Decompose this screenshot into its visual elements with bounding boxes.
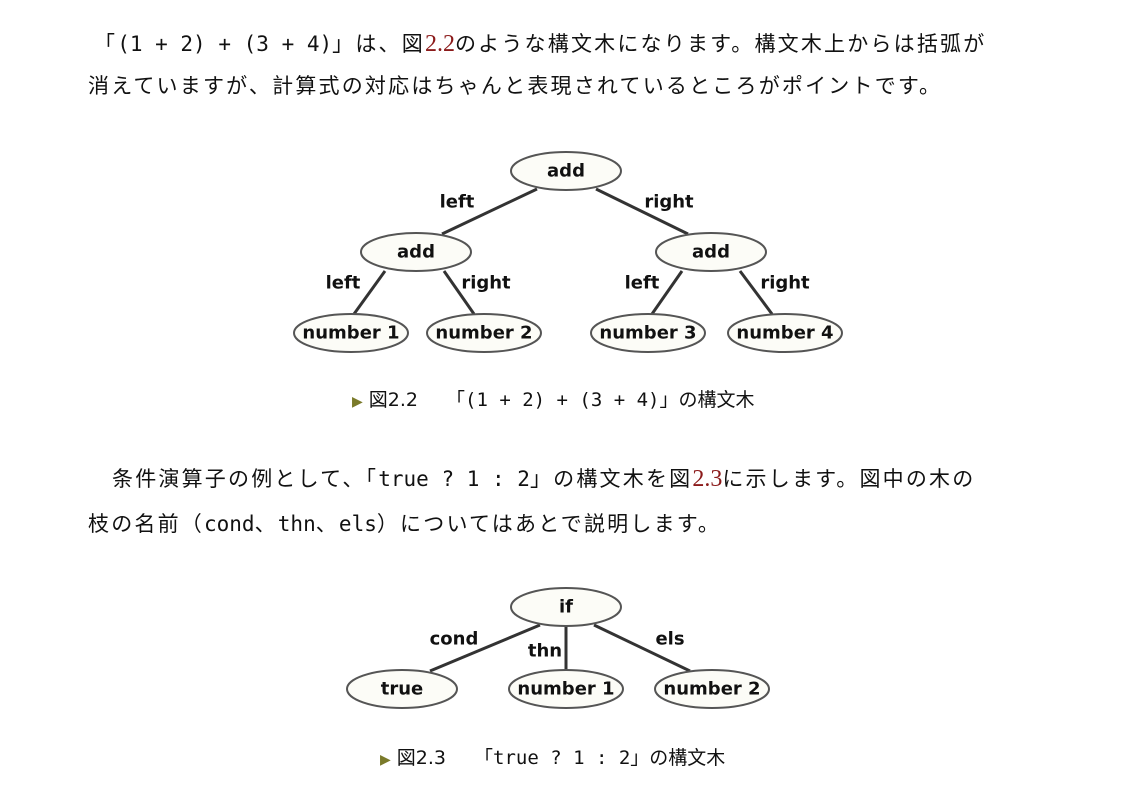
edge-label: els [655, 629, 684, 650]
edge-label: right [644, 192, 694, 213]
node [510, 151, 622, 191]
text: 」は、図 [332, 32, 425, 56]
node-label: if [559, 597, 573, 618]
code-text: true ? 1 : 2 [493, 747, 631, 769]
code-text: els [338, 512, 377, 536]
edge-label: left [326, 273, 361, 294]
text: 条件演算子の例として、「 [112, 467, 379, 491]
node [508, 669, 624, 709]
text: 「 [474, 747, 494, 769]
figure-number: 図2.3 [396, 747, 446, 769]
node-label: number 1 [302, 323, 399, 344]
node-label: add [397, 242, 435, 263]
text: 、 [315, 512, 339, 536]
text: 」の構文木 [659, 389, 755, 411]
edge-label: right [760, 273, 810, 294]
figure-2-3-caption: ▶ 図2.3 「true ? 1 : 2」の構文木 [380, 743, 725, 770]
edge [650, 270, 684, 315]
text: ）についてはあとで説明します。 [376, 512, 722, 536]
text: 、 [254, 512, 278, 536]
paragraph-2-line-2: 枝の名前（cond、thn、els）についてはあとで説明します。 [88, 508, 721, 538]
paragraph-1-line-2: 消えていますが、計算式の対応はちゃんと表現されているところがポイントです。 [88, 74, 943, 98]
node-label: number 3 [599, 323, 696, 344]
paragraph-2-line-1: 条件演算子の例として、「true ? 1 : 2」の構文木を図2.3に示します。… [88, 463, 975, 493]
node [590, 313, 706, 353]
text: に示します。図中の木の [722, 467, 976, 491]
edge-label: right [461, 273, 511, 294]
code-text: cond [204, 512, 255, 536]
figure-link[interactable]: 2.2 [424, 31, 455, 57]
edge-label: cond [430, 629, 479, 650]
code-text: thn [277, 512, 316, 536]
node [360, 232, 472, 272]
edge [441, 187, 538, 236]
node [655, 232, 767, 272]
figure-number: 図2.2 [368, 389, 418, 411]
text: 「 [94, 32, 118, 56]
edge [595, 187, 689, 236]
edge-label: left [625, 273, 660, 294]
edge [429, 623, 541, 673]
code-text: true ? 1 : 2 [378, 467, 530, 491]
code-text: (1 + 2) + (3 + 4) [117, 32, 333, 56]
edge [738, 270, 774, 315]
edge [593, 623, 691, 673]
triangle-marker-icon: ▶ [380, 752, 391, 768]
node-label: number 1 [517, 679, 614, 700]
text: 」の構文木 [630, 747, 726, 769]
edge [442, 270, 476, 315]
text: 「 [446, 389, 466, 411]
node-label: number 2 [663, 679, 760, 700]
figure-link[interactable]: 2.3 [692, 466, 723, 492]
triangle-marker-icon: ▶ [352, 394, 363, 410]
node-label: add [547, 161, 585, 182]
node-label: true [381, 679, 424, 700]
figure-2-3-tree: if true number 1 number 2 cond thn els [346, 587, 770, 709]
node [346, 669, 458, 709]
edge-label: left [440, 192, 475, 213]
code-text: (1 + 2) + (3 + 4) [465, 389, 660, 411]
paragraph-1-line-1: 「(1 + 2) + (3 + 4)」は、図2.2のような構文木になります。構文… [88, 28, 986, 58]
node [293, 313, 409, 353]
edge-label: thn [528, 641, 562, 662]
figure-2-2-caption: ▶ 図2.2 「(1 + 2) + (3 + 4)」の構文木 [352, 385, 755, 412]
text: 枝の名前（ [88, 512, 204, 536]
text: のような構文木になります。構文木上からは括弧が [454, 32, 987, 56]
node-label: number 4 [736, 323, 833, 344]
node [510, 587, 622, 627]
node [654, 669, 770, 709]
text: 」の構文木を図 [529, 467, 693, 491]
edge [352, 270, 387, 315]
node-label: number 2 [435, 323, 532, 344]
node [727, 313, 843, 353]
node [426, 313, 542, 353]
figure-2-2-tree: add add add number 1 number 2 number 3 n… [293, 151, 843, 353]
node-label: add [692, 242, 730, 263]
